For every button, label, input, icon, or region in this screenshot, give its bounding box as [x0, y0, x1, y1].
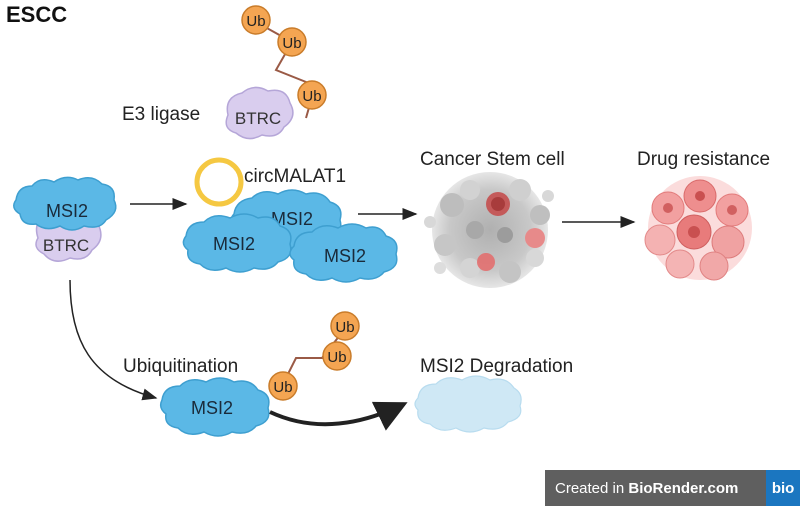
msi2-protein-ubiquitinated: MSI2: [159, 377, 270, 437]
biorender-logo: bio: [766, 470, 800, 506]
cancer-stem-cell-label: Cancer Stem cell: [420, 149, 565, 170]
top-ub-chain: Ub Ub Ub BTRC: [225, 5, 327, 140]
watermark-text: Created in BioRender.com: [555, 479, 739, 497]
svg-text:MSI2: MSI2: [191, 398, 233, 418]
circmalat1-label: circMALAT1: [244, 166, 347, 187]
ub-bead: Ub: [277, 27, 307, 57]
svg-text:Ub: Ub: [302, 88, 321, 105]
btrc-protein-top: BTRC: [225, 86, 294, 140]
drug-resistance-image: [644, 176, 752, 281]
svg-text:MSI2: MSI2: [213, 234, 255, 254]
arrow-to-ubiquitination: [69, 279, 158, 401]
svg-text:Ub: Ub: [335, 319, 354, 336]
arrow-to-degradation: [269, 401, 408, 431]
svg-text:BTRC: BTRC: [43, 236, 89, 255]
biorender-watermark[interactable]: Created in BioRender.com bio: [545, 470, 800, 506]
svg-text:MSI2: MSI2: [271, 209, 313, 229]
msi2-cluster: MSI2 MSI2 MSI2: [182, 189, 398, 283]
svg-text:BTRC: BTRC: [235, 109, 281, 128]
cancer-stem-cell-image: [424, 172, 554, 288]
msi2-protein-cluster: MSI2: [289, 223, 398, 283]
drug-resistance-label: Drug resistance: [637, 149, 771, 170]
msi2-degraded: [414, 375, 522, 433]
ub-bead: Ub: [330, 311, 360, 341]
svg-text:Ub: Ub: [282, 35, 301, 52]
msi2-protein-cluster: MSI2: [182, 213, 292, 273]
ub-bead: Ub: [322, 341, 352, 371]
msi2-protein-left: MSI2: [13, 176, 117, 231]
e3-ligase-label: E3 ligase: [122, 104, 201, 125]
svg-text:MSI2: MSI2: [324, 246, 366, 266]
svg-text:MSI2: MSI2: [46, 201, 88, 221]
circmalat1-ring: [194, 157, 244, 207]
ubiquitination-label: Ubiquitination: [123, 356, 239, 377]
svg-text:Ub: Ub: [273, 379, 292, 396]
svg-text:Ub: Ub: [246, 13, 265, 30]
ub-bead: Ub: [241, 5, 271, 35]
diagram-title: ESCC: [6, 2, 68, 27]
msi2-btrc-complex: BTRC MSI2: [13, 176, 117, 262]
ub-bead: Ub: [297, 80, 327, 110]
msi2-degradation-label: MSI2 Degradation: [420, 356, 574, 377]
ubiquitinated-msi2: MSI2 Ub Ub Ub: [159, 311, 360, 437]
ub-bead: Ub: [268, 371, 298, 401]
svg-text:Ub: Ub: [327, 349, 346, 366]
